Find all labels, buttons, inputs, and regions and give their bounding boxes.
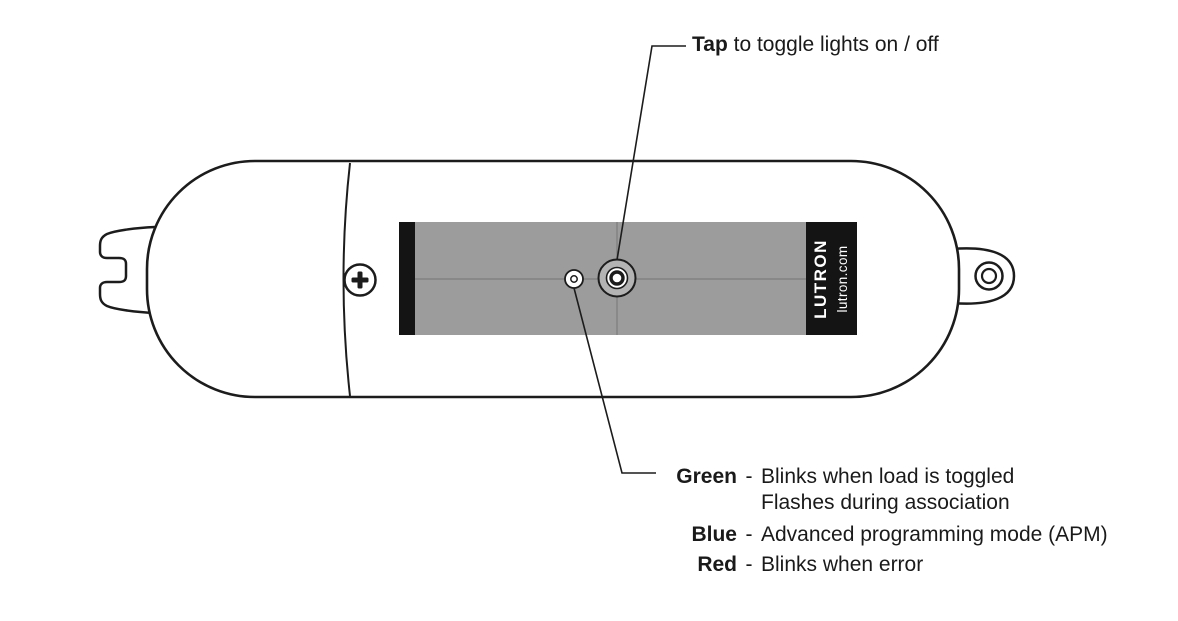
legend-row-green: Green - Blinks when load is toggled	[602, 464, 1108, 490]
tap-callout-line	[616, 45, 686, 261]
legend-row-green-cont: Flashes during association	[602, 490, 1108, 516]
brand-text: LUTRON	[811, 239, 830, 319]
legend-description: Flashes during association	[761, 491, 1010, 514]
led-callout-line	[573, 287, 656, 474]
legend-color-label: Red	[697, 553, 737, 576]
tap-callout-text: Tap to toggle lights on / off	[692, 33, 939, 57]
legend-description: Blinks when error	[761, 553, 924, 576]
legend-dash: -	[745, 523, 753, 546]
legend-description: Blinks when load is toggled	[761, 465, 1015, 488]
brand-site-text: lutron.com	[835, 245, 850, 312]
legend-row-blue: Blue - Advanced programming mode (APM)	[602, 522, 1108, 548]
legend-dash	[737, 490, 761, 516]
tap-button	[597, 258, 637, 298]
legend-dash: -	[745, 553, 753, 576]
screw-icon	[343, 263, 377, 297]
left-mounting-bracket	[98, 225, 156, 315]
legend-color-label: Blue	[691, 523, 737, 546]
tap-callout-description: to toggle lights on / off	[727, 33, 939, 56]
legend-color-label	[602, 490, 737, 516]
legend-color-label: Green	[676, 465, 737, 488]
tap-callout-bold-label: Tap	[692, 33, 728, 56]
legend-description: Advanced programming mode (APM)	[761, 523, 1108, 546]
label-left-black-bar	[399, 222, 415, 335]
status-led-indicator	[564, 269, 584, 289]
legend-row-red: Red - Blinks when error	[602, 552, 1108, 578]
legend-dash: -	[745, 465, 753, 488]
mounting-hole-inner	[980, 267, 998, 285]
led-legend: Green - Blinks when load is toggled Flas…	[602, 464, 1108, 578]
label-right-black-bar	[806, 222, 857, 335]
